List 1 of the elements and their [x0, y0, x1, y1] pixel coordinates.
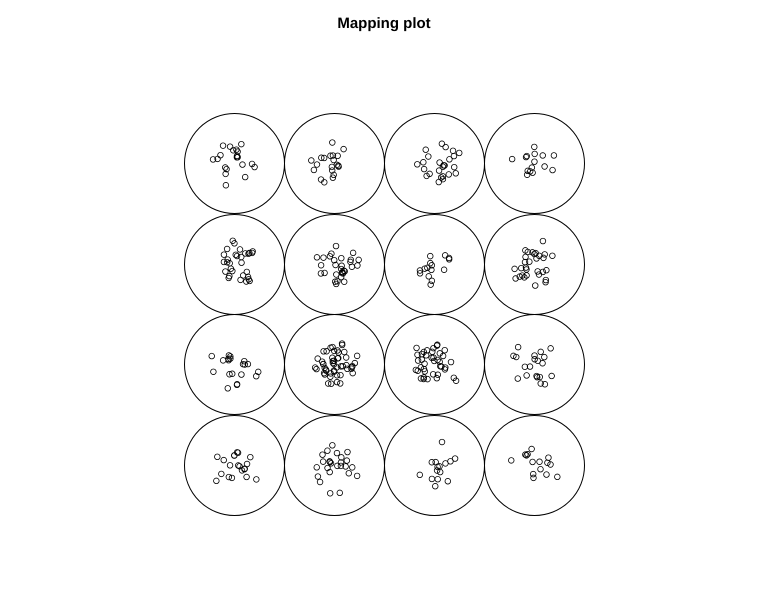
- chart-title: Mapping plot: [337, 14, 431, 34]
